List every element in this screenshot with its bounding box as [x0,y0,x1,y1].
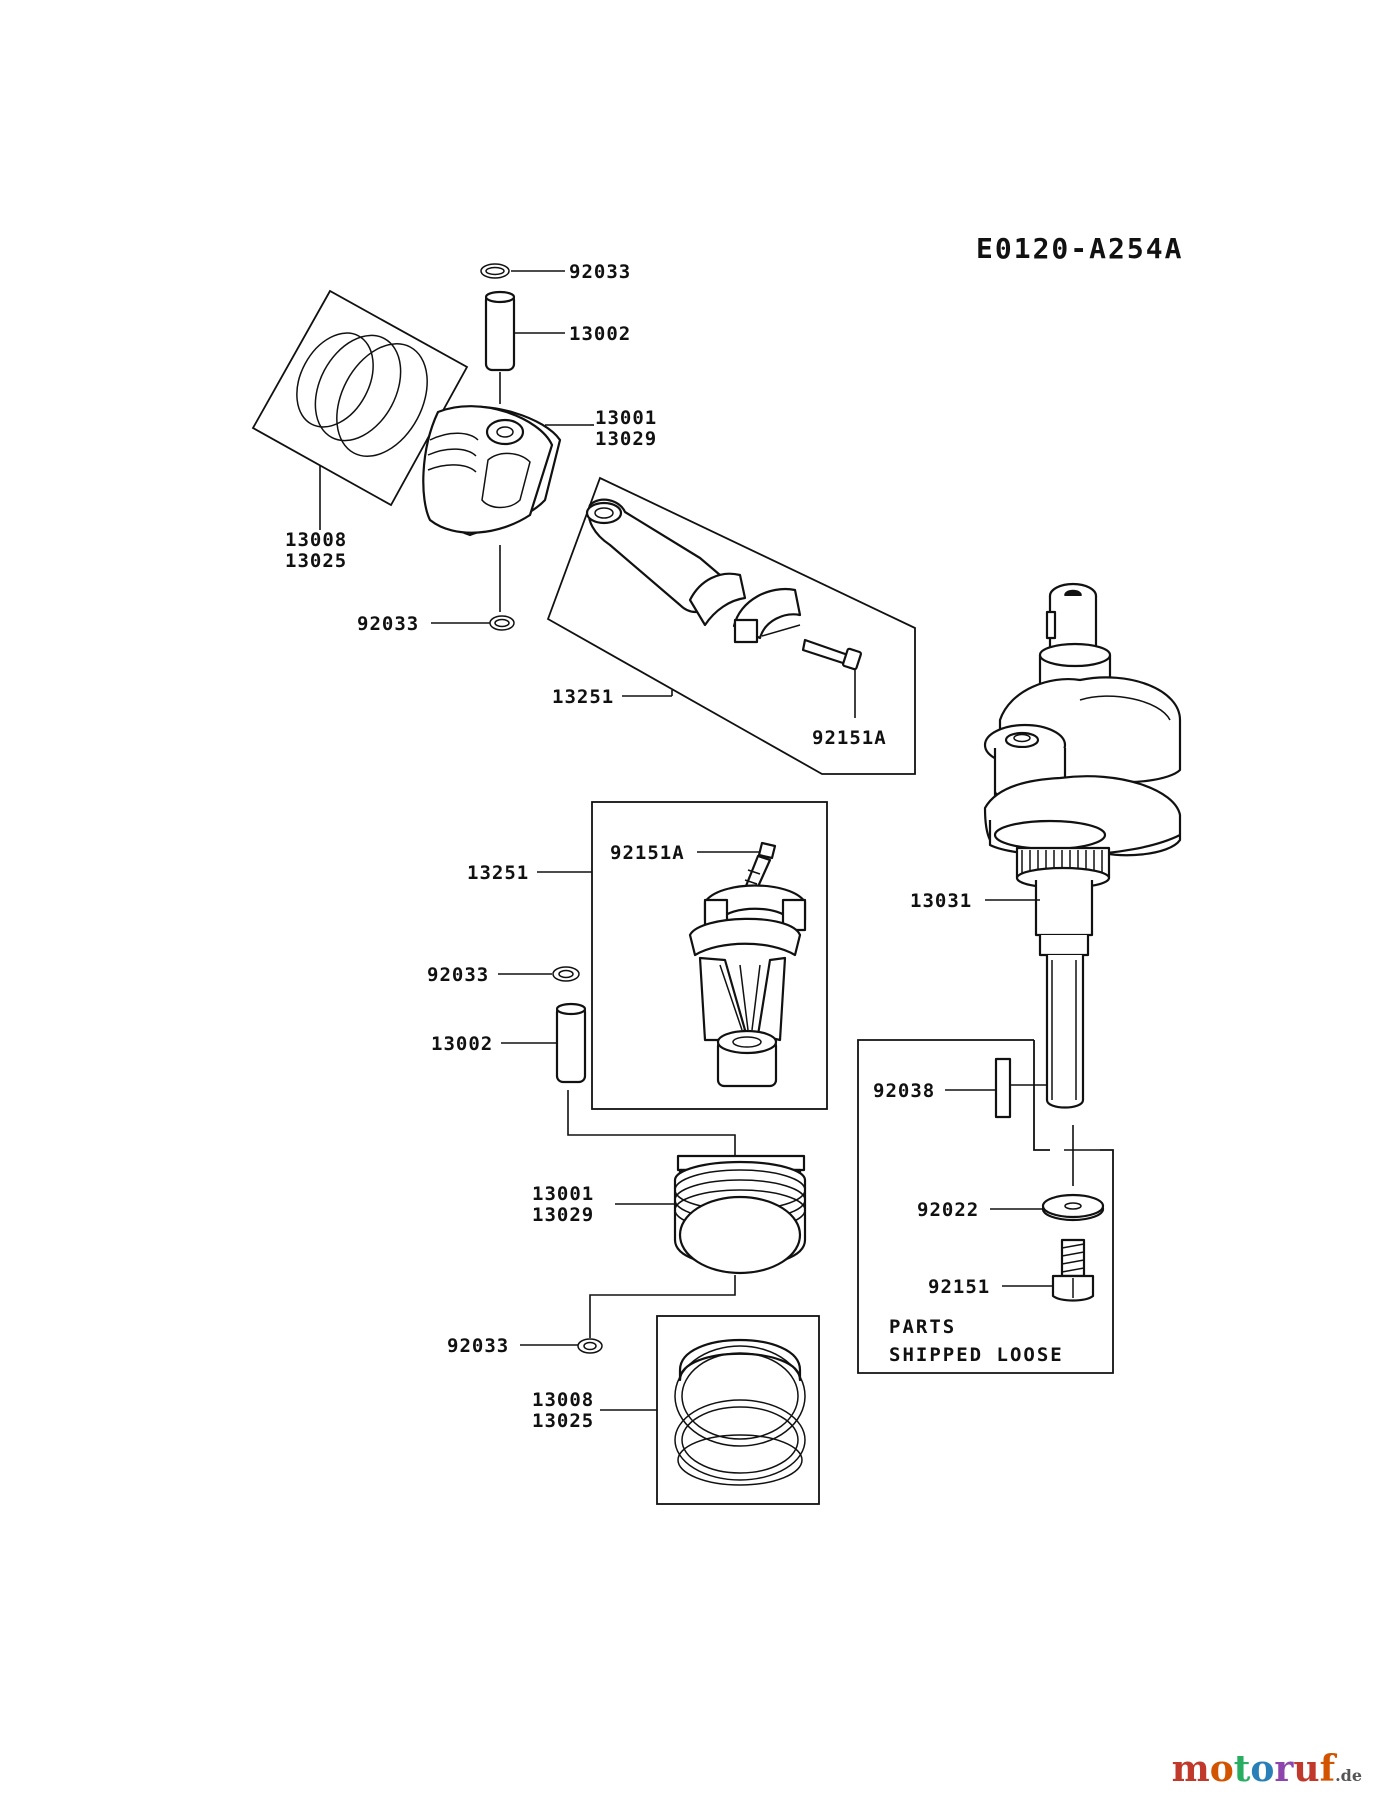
label-key: 92038 [873,1080,935,1102]
washer [1041,1193,1105,1222]
label-washer: 92022 [917,1199,979,1221]
diagram-code: E0120-A254A [976,232,1183,265]
label-mid-piston-a: 13001 [532,1183,594,1205]
piston-pin-top [484,290,516,372]
piston-rings-box-top [251,289,469,507]
crankshaft [983,582,1182,1109]
piston-pin-clip-top-lower [489,615,515,631]
label-top-piston-b: 13029 [595,428,657,450]
label-top-clip-lower: 92033 [357,613,419,635]
woodruff-key [994,1057,1012,1119]
label-top-piston-a: 13001 [595,407,657,429]
label-mid-rings-a: 13008 [532,1389,594,1411]
label-mid-rod: 13251 [467,862,529,884]
crankshaft-bolt [1051,1238,1095,1302]
label-mid-clip: 92033 [427,964,489,986]
piston-rings-box-mid [656,1315,820,1505]
label-top-rings-a: 13008 [285,529,347,551]
piston-mid [673,1154,807,1275]
piston-pin-clip-mid [552,966,580,982]
label-mid-clip-lower: 92033 [447,1335,509,1357]
piston-pin-mid [555,1002,587,1084]
label-top-rod: 13251 [552,686,614,708]
label-top-rings-b: 13025 [285,550,347,572]
label-top-pin: 13002 [569,323,631,345]
label-top-clip: 92033 [569,261,631,283]
label-crankshaft: 13031 [910,890,972,912]
note-shipped-loose: SHIPPED LOOSE [889,1344,1064,1366]
label-mid-pin: 13002 [431,1033,493,1055]
label-mid-rings-b: 13025 [532,1410,594,1432]
connecting-rod-mid [688,917,802,1088]
connecting-rod-box-mid [591,801,828,1110]
piston-pin-clip-mid-lower [577,1338,603,1354]
loose-parts-box [857,1039,1114,1374]
label-mid-piston-b: 13029 [532,1204,594,1226]
label-mid-rod-bolt: 92151A [610,842,685,864]
label-bolt: 92151 [928,1276,990,1298]
label-top-rod-bolt: 92151A [812,727,887,749]
note-parts: PARTS [889,1316,956,1338]
piston-top [422,405,562,537]
piston-pin-clip-top [480,263,510,279]
watermark-logo: motoruf.de [1171,1748,1362,1790]
connecting-rod-box-top [546,476,916,775]
